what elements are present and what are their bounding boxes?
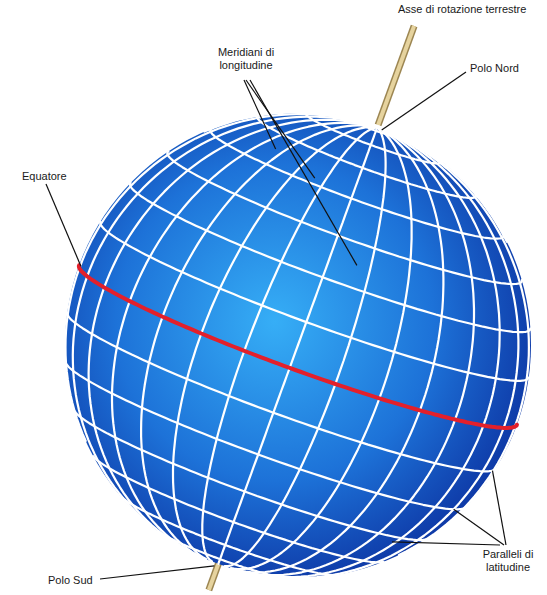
meridian-line — [225, 127, 386, 566]
callout-label: Polo Nord — [468, 62, 521, 75]
equator-line — [79, 265, 517, 428]
leader-line — [246, 80, 315, 178]
parallel-line — [130, 183, 530, 332]
leader-line — [492, 471, 506, 545]
callout-label: Meridiani di longitudine — [206, 46, 286, 72]
parallel-line — [93, 456, 383, 562]
meridian-line — [173, 127, 377, 559]
parallel-line — [210, 129, 503, 239]
meridian-line — [377, 127, 507, 242]
callout-label: Equatore — [20, 170, 69, 183]
parallel-line — [100, 222, 528, 381]
meridian-line — [141, 125, 377, 556]
meridian-line — [218, 127, 377, 564]
parallel-line — [67, 313, 495, 471]
meridian-line — [377, 127, 438, 159]
leader-line — [250, 80, 357, 265]
globe-sphere — [65, 112, 531, 578]
parallel-line — [75, 411, 427, 540]
leader-line — [382, 72, 466, 130]
leader-line — [46, 184, 81, 266]
parallel-line — [306, 112, 441, 163]
callout-label: Paralleli di latitudine — [472, 548, 544, 574]
leader-line — [392, 542, 500, 545]
parallel-line — [121, 497, 335, 575]
equator-line — [79, 265, 517, 428]
parallel-line — [66, 362, 465, 509]
callout-label: Asse di rotazione terrestre — [396, 3, 528, 16]
leader-lines — [46, 72, 506, 579]
parallel-line — [167, 151, 522, 284]
meridian-line — [73, 117, 378, 526]
meridian-line — [377, 127, 529, 555]
meridian-line — [112, 123, 377, 552]
leader-line — [100, 566, 214, 579]
leader-line — [454, 509, 504, 545]
meridian-line — [294, 127, 519, 578]
callout-label: Polo Sud — [46, 574, 95, 587]
parallel-line — [257, 115, 476, 198]
graticule — [66, 112, 531, 578]
